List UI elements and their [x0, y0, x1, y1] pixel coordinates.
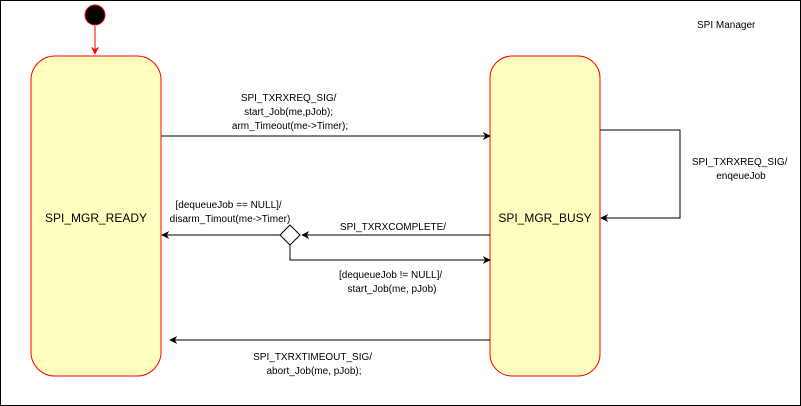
state-busy-label: SPI_MGR_BUSY	[498, 211, 591, 225]
frame-title: SPI Manager	[697, 20, 756, 31]
transition-self-loop-arrow	[600, 129, 681, 222]
state-ready[interactable]: SPI_MGR_READY	[30, 55, 162, 377]
transition-dequeue-not-null-arrow	[289, 245, 491, 264]
transition-dequeue-not-null-label: [dequeueJob != NULL]/ start_Job(me, pJob…	[339, 270, 445, 295]
transition-timeout-label: SPI_TXRXTIMEOUT_SIG/ abort_Job(me, pJob)…	[253, 352, 375, 377]
state-ready-label: SPI_MGR_READY	[45, 211, 147, 225]
transition-txrxreq-label: SPI_TXRXREQ_SIG/ start_Job(me,pJob); arm…	[232, 93, 348, 132]
state-busy[interactable]: SPI_MGR_BUSY	[489, 55, 601, 377]
transition-self-loop-label: SPI_TXRXREQ_SIG/ enqeueJob	[692, 157, 790, 182]
initial-state-dot	[84, 4, 106, 26]
transition-dequeue-null-label: [dequeueJob == NULL]/ disarm_Timout(me->…	[170, 200, 291, 225]
transition-txrxcomplete-label: SPI_TXRXCOMPLETE/	[340, 222, 446, 233]
